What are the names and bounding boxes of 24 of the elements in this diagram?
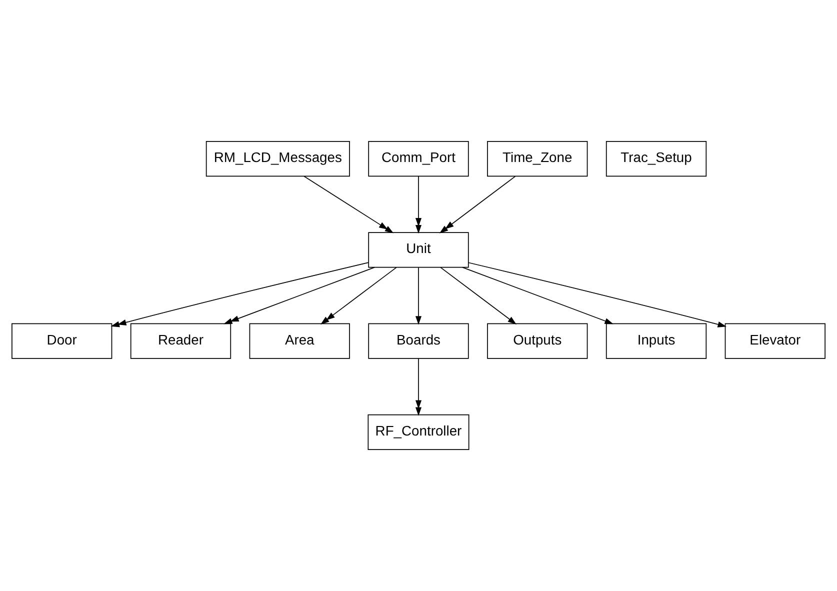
- arrow: [415, 358, 422, 416]
- arrow: [415, 176, 422, 234]
- node-box: Unit: [368, 232, 469, 268]
- arrow: [439, 176, 516, 234]
- arrow: [468, 262, 726, 328]
- arrow: [462, 266, 614, 324]
- node-box: Door: [12, 323, 112, 359]
- node-box: Boards: [368, 323, 469, 359]
- node-box: Area: [249, 323, 350, 359]
- node-box: Time_Zone: [487, 141, 588, 177]
- arrow: [320, 266, 397, 324]
- node-box: RF_Controller: [368, 414, 470, 450]
- node-box: RM_LCD_Messages: [206, 141, 350, 177]
- node-box: Outputs: [487, 323, 588, 359]
- arrow: [440, 266, 516, 324]
- node-box: Reader: [130, 323, 232, 359]
- node-box: Trac_Setup: [606, 141, 707, 177]
- node-box: Elevator: [724, 323, 826, 359]
- arrow: [110, 262, 369, 328]
- arrow: [224, 266, 376, 324]
- node-box: Inputs: [606, 323, 707, 359]
- arrow: [415, 267, 422, 325]
- arrow: [304, 176, 394, 234]
- node-box: Comm_Port: [368, 141, 469, 177]
